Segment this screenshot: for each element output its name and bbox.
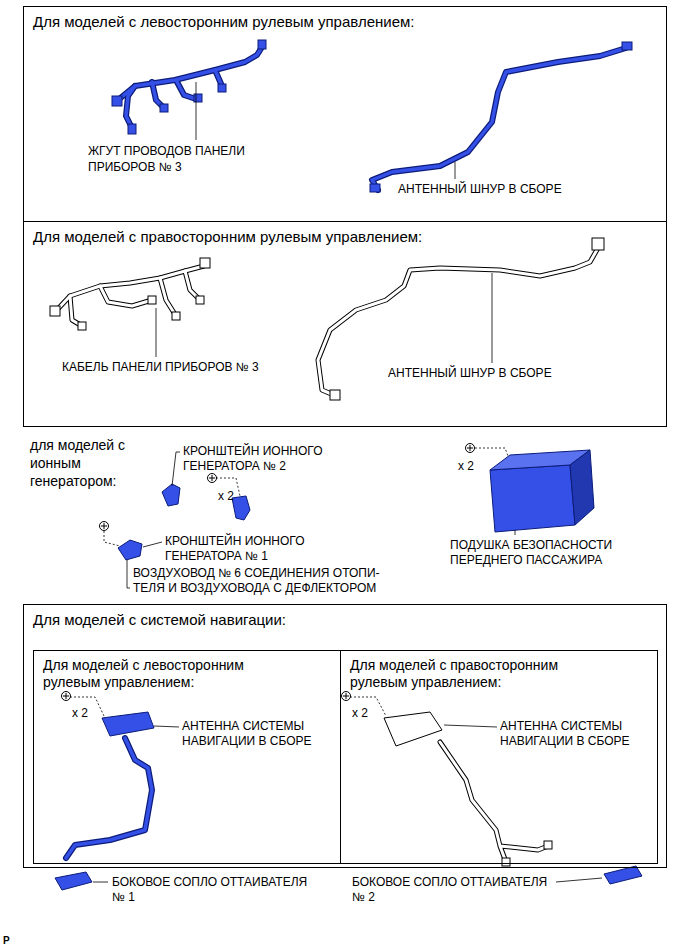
screw xyxy=(100,522,109,531)
leader-line xyxy=(455,162,456,179)
section-heading: Для моделей с системой навигации: xyxy=(33,611,666,629)
connector xyxy=(148,296,156,304)
page-mark: P xyxy=(3,935,10,947)
connector xyxy=(592,238,604,250)
screw xyxy=(208,474,217,483)
part-label: АНТЕННА СИСТЕМЫ НАВИГАЦИИ В СБОРЕ xyxy=(182,719,334,749)
connector xyxy=(370,184,380,192)
bracket-2 xyxy=(162,484,180,506)
leader-line xyxy=(154,726,179,727)
leader-line xyxy=(127,560,130,588)
leader-line xyxy=(556,878,602,882)
leader-line xyxy=(172,452,180,486)
quantity-label: x 2 xyxy=(72,706,88,721)
group-frame: Для моделей с левосторонним рулевым упра… xyxy=(33,650,341,864)
part-label: КРОНШТЕЙН ИОННОГО ГЕНЕРАТОРА № 1 xyxy=(165,534,320,564)
screw xyxy=(342,692,351,701)
blue-connectors xyxy=(112,40,632,192)
connector xyxy=(196,296,204,304)
leader-line xyxy=(492,273,493,363)
nav-antenna-module xyxy=(102,712,154,736)
connector xyxy=(172,312,180,320)
connector xyxy=(160,104,168,112)
leader-line xyxy=(196,82,197,140)
dash-line xyxy=(104,531,120,546)
section-heading: Для моделей с левосторонним рулевым упра… xyxy=(33,13,666,31)
part-label: АНТЕННЫЙ ШНУР В СБОРЕ xyxy=(388,366,552,381)
connector xyxy=(128,124,136,134)
part-label: ЖГУТ ПРОВОДОВ ПАНЕЛИ ПРИБОРОВ № 3 xyxy=(88,143,288,175)
duct-6 xyxy=(118,540,142,560)
group-frame: Для моделей с правосторонним рулевым упр… xyxy=(340,650,658,864)
group-frame: Для моделей с правосторонним рулевым упр… xyxy=(23,221,667,427)
connector xyxy=(50,306,60,316)
quantity-label: x 2 xyxy=(352,706,368,721)
leader-line xyxy=(143,542,162,547)
part-label: АНТЕННА СИСТЕМЫ НАВИГАЦИИ В СБОРЕ xyxy=(500,719,650,749)
leader-line xyxy=(156,308,157,357)
part-label: ВОЗДУХОВОД № 6 СОЕДИНЕНИЯ ОТОПИ-ТЕЛЯ И В… xyxy=(133,566,405,596)
defroster-nozzle-2 xyxy=(604,866,642,884)
group-frame: Для моделей с левосторонним рулевым упра… xyxy=(23,6,667,222)
screw xyxy=(466,444,475,453)
nav-antenna-module-white xyxy=(384,712,442,746)
part-label: БОКОВОЕ СОПЛО ОТТАИВАТЕЛЯ № 1 xyxy=(112,875,323,905)
section-heading: Для моделей с левосторонним рулевым упра… xyxy=(43,657,268,691)
part-label: БОКОВОЕ СОПЛО ОТТАИВАТЕЛЯ № 2 xyxy=(352,875,563,905)
group-note: для моделей с ионным генератором: xyxy=(30,436,135,490)
airbag-front xyxy=(490,465,575,532)
part-label: АНТЕННЫЙ ШНУР В СБОРЕ xyxy=(398,182,562,197)
bracket-1 xyxy=(232,496,250,520)
leader-line xyxy=(515,530,516,535)
screw xyxy=(62,692,71,701)
connector xyxy=(622,42,632,50)
connector xyxy=(330,390,340,400)
quantity-label: x 2 xyxy=(458,459,474,474)
connector xyxy=(218,84,226,92)
section-heading: Для моделей с правосторонним рулевым упр… xyxy=(33,228,666,246)
defroster-nozzle-1 xyxy=(55,872,92,890)
connector xyxy=(502,858,510,866)
connector xyxy=(258,40,266,49)
part-label: ПОДУШКА БЕЗОПАСНОСТИ ПЕРЕДНЕГО ПАССАЖИРА xyxy=(450,538,635,568)
connector xyxy=(544,841,552,849)
airbag-side xyxy=(570,450,594,525)
leader-line xyxy=(444,725,497,727)
quantity-label: x 2 xyxy=(218,489,234,504)
leader-line xyxy=(93,882,108,883)
connector xyxy=(200,258,210,268)
part-label: КРОНШТЕЙН ИОННОГО ГЕНЕРАТОРА № 2 xyxy=(183,444,338,474)
part-label: КАБЕЛЬ ПАНЕЛИ ПРИБОРОВ № 3 xyxy=(62,360,259,375)
leader-lines xyxy=(93,82,602,882)
connector xyxy=(78,322,86,330)
section-heading: Для моделей с правосторонним рулевым упр… xyxy=(350,657,575,691)
dash-line xyxy=(475,448,508,456)
connector xyxy=(194,94,202,102)
connector xyxy=(112,96,122,106)
